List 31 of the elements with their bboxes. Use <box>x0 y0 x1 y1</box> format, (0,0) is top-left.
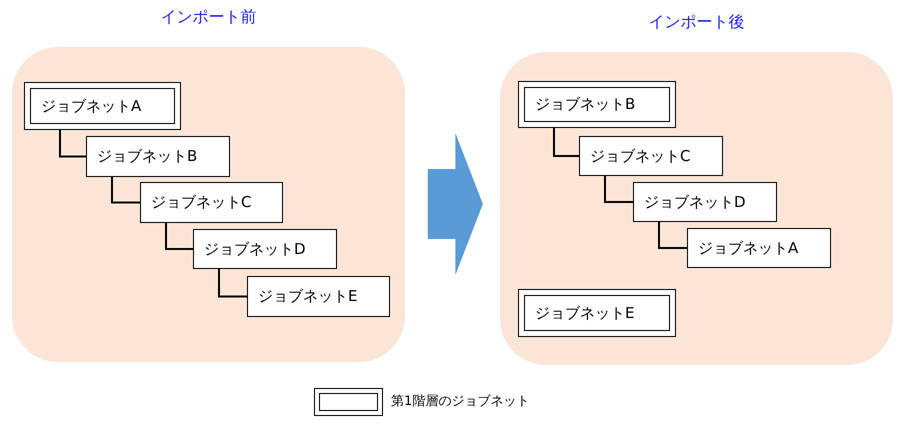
double-bordered-box <box>518 81 676 128</box>
legend-text: 第1階層のジョブネット <box>391 393 530 412</box>
tree-connector <box>165 223 193 250</box>
jobnet-name: ジョブネットE <box>535 302 634 324</box>
jobnet-name: ジョブネットB <box>535 94 636 116</box>
jobnet-name: ジョブネットE <box>258 286 358 308</box>
panel-title: インポート後 <box>648 11 744 33</box>
double-bordered-box <box>24 82 181 130</box>
panel-title: インポート前 <box>160 6 256 28</box>
jobnet-name: ジョブネットC <box>590 146 690 167</box>
tree-connector <box>658 222 687 249</box>
block-arrow <box>428 133 483 275</box>
jobnet-box <box>247 276 390 317</box>
jobnet-box <box>140 182 283 223</box>
jobnet-box <box>633 182 777 222</box>
jobnet-box <box>86 136 230 177</box>
jobnet-name: ジョブネットA <box>698 238 798 259</box>
tree-connector <box>604 176 633 203</box>
tree-connector <box>111 177 140 204</box>
jobnet-name: ジョブネットC <box>151 192 252 214</box>
tree-connector <box>59 130 86 158</box>
jobnet-box <box>193 229 337 269</box>
double-bordered-box <box>518 289 676 337</box>
jobnet-name: ジョブネットA <box>41 96 142 117</box>
jobnet-box <box>579 136 723 176</box>
jobnet-name: ジョブネットD <box>644 192 746 213</box>
tree-connector <box>218 269 247 298</box>
jobnet-name: ジョブネットB <box>97 146 198 168</box>
tree-connector <box>553 128 579 157</box>
jobnet-box <box>687 228 831 268</box>
jobnet-name: ジョブネットD <box>204 238 306 260</box>
